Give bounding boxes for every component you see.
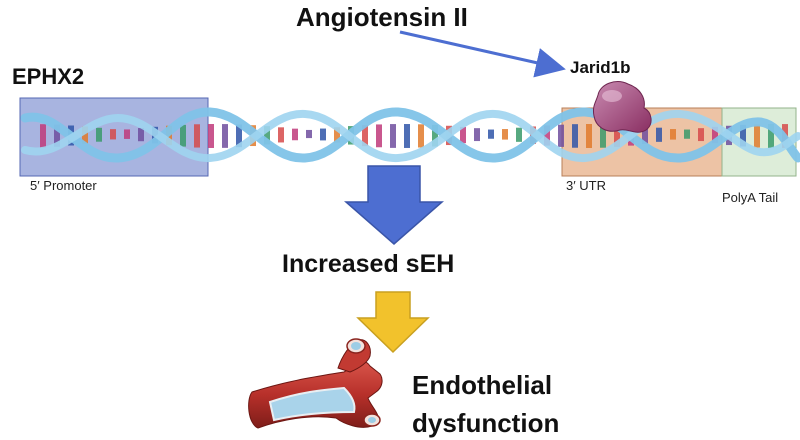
angiotensin-label: Angiotensin II [296,2,468,32]
dna-base-pair [222,124,228,148]
dna-strand-back [21,109,800,163]
dna-base-pair [278,127,284,143]
outcome-line-1: Endothelial [412,370,553,400]
dna-base-pair [110,129,116,140]
dna-base-pair [404,124,410,148]
dna-base-pair [306,129,312,139]
promoter-label: 5′ Promoter [30,178,97,193]
dna-base-pair [54,124,60,147]
dna-base-pair [740,124,746,147]
utr-label: 3′ UTR [566,178,606,193]
blue-down-arrow [344,165,444,245]
dna-base-pair [474,128,480,142]
dna-base-pair [754,124,760,148]
dna-base-pair [362,125,368,147]
dna-base-pair [40,124,46,148]
dna-base-pair [698,128,704,142]
outcome-line-2: dysfunction [412,408,560,438]
gene-label: EPHX2 [12,64,85,89]
dna-base-pair [180,124,186,147]
dna-base-pair [264,126,270,145]
dna-base-pair [712,126,718,144]
outcome-label: Endothelial dysfunction [412,366,559,440]
dna-base-pair [390,124,396,148]
dna-base-pair [768,124,774,148]
jarid1b-label: Jarid1b [570,58,631,77]
dna-base-pair [460,126,466,144]
yellow-down-arrow [356,291,430,354]
dna-base-pair [418,124,424,148]
dna-base-pair [96,127,102,142]
blood-vessel-illustration [248,338,383,429]
dna-base-pair [502,129,508,140]
dna-base-pair [82,126,88,144]
dna-base-pair [670,129,676,140]
jarid1b-protein [593,81,652,133]
dna-base-pair [320,128,326,141]
dna-base-pair [600,124,606,148]
dna-base-pair [656,127,662,142]
dna-base-pair [614,124,620,147]
dna-base-pair [558,124,564,147]
dna-base-pair [488,129,494,139]
dna-base-pair [376,124,382,148]
dna-base-pair [432,124,438,147]
dna-base-pair [516,127,522,142]
jarid1b-highlight [602,90,622,102]
polya-label: PolyA Tail [722,190,779,205]
dna-base-pair [138,128,144,142]
dna-base-pair [642,126,648,144]
angiotensin-arrow [399,30,566,78]
dna-base-pair [572,124,578,148]
dna-base-pair [544,125,550,146]
dna-base-pair [684,129,690,139]
dna-base-pair [124,129,130,139]
dna-base-pair [292,128,298,141]
dna-base-pair [194,124,200,148]
dna-base-pair [586,124,592,148]
dna-base-pair [208,124,214,148]
dna-base-pair [334,127,340,143]
increased-seh-label: Increased sEH [282,250,455,278]
dna-base-pair [236,124,242,148]
